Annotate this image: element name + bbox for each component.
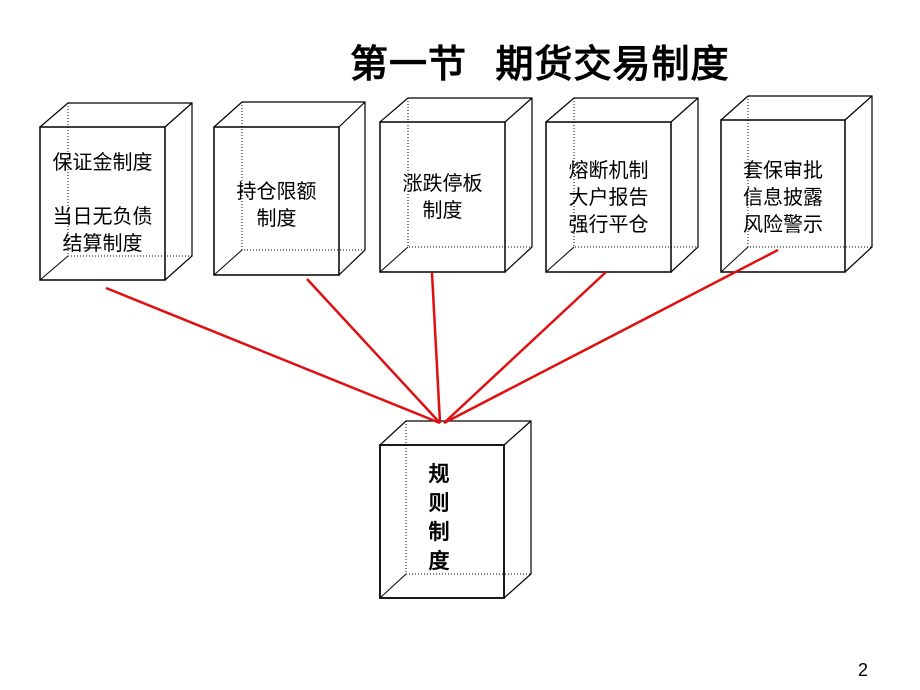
box-1-text: 保证金制度 当日无负债 结算制度 — [52, 150, 153, 255]
box-2-text: 持仓限额 制度 — [236, 179, 317, 230]
slide-title: 第一节 期货交易制度 — [350, 42, 730, 86]
center-box-text: 规 则 制 度 — [428, 462, 450, 573]
box-1-frame — [39, 102, 193, 281]
box-5-frame — [720, 95, 873, 273]
box-3-frame — [379, 97, 533, 273]
box-4-text: 熔断机制 大户报告 强行平仓 — [568, 158, 649, 236]
connectors — [105, 248, 779, 425]
connector-2 — [306, 278, 441, 424]
connector-4 — [443, 271, 607, 424]
box-5-text: 套保审批 信息披露 风险警示 — [743, 158, 823, 236]
page-number: 2 — [858, 660, 869, 680]
center-box-frame — [379, 420, 532, 599]
box-4-frame — [545, 97, 699, 273]
box-3-text: 涨跌停板 制度 — [402, 171, 483, 222]
box-2-frame — [213, 101, 366, 276]
connector-1 — [105, 286, 441, 425]
connector-3 — [430, 272, 442, 424]
connector-5 — [443, 248, 779, 425]
